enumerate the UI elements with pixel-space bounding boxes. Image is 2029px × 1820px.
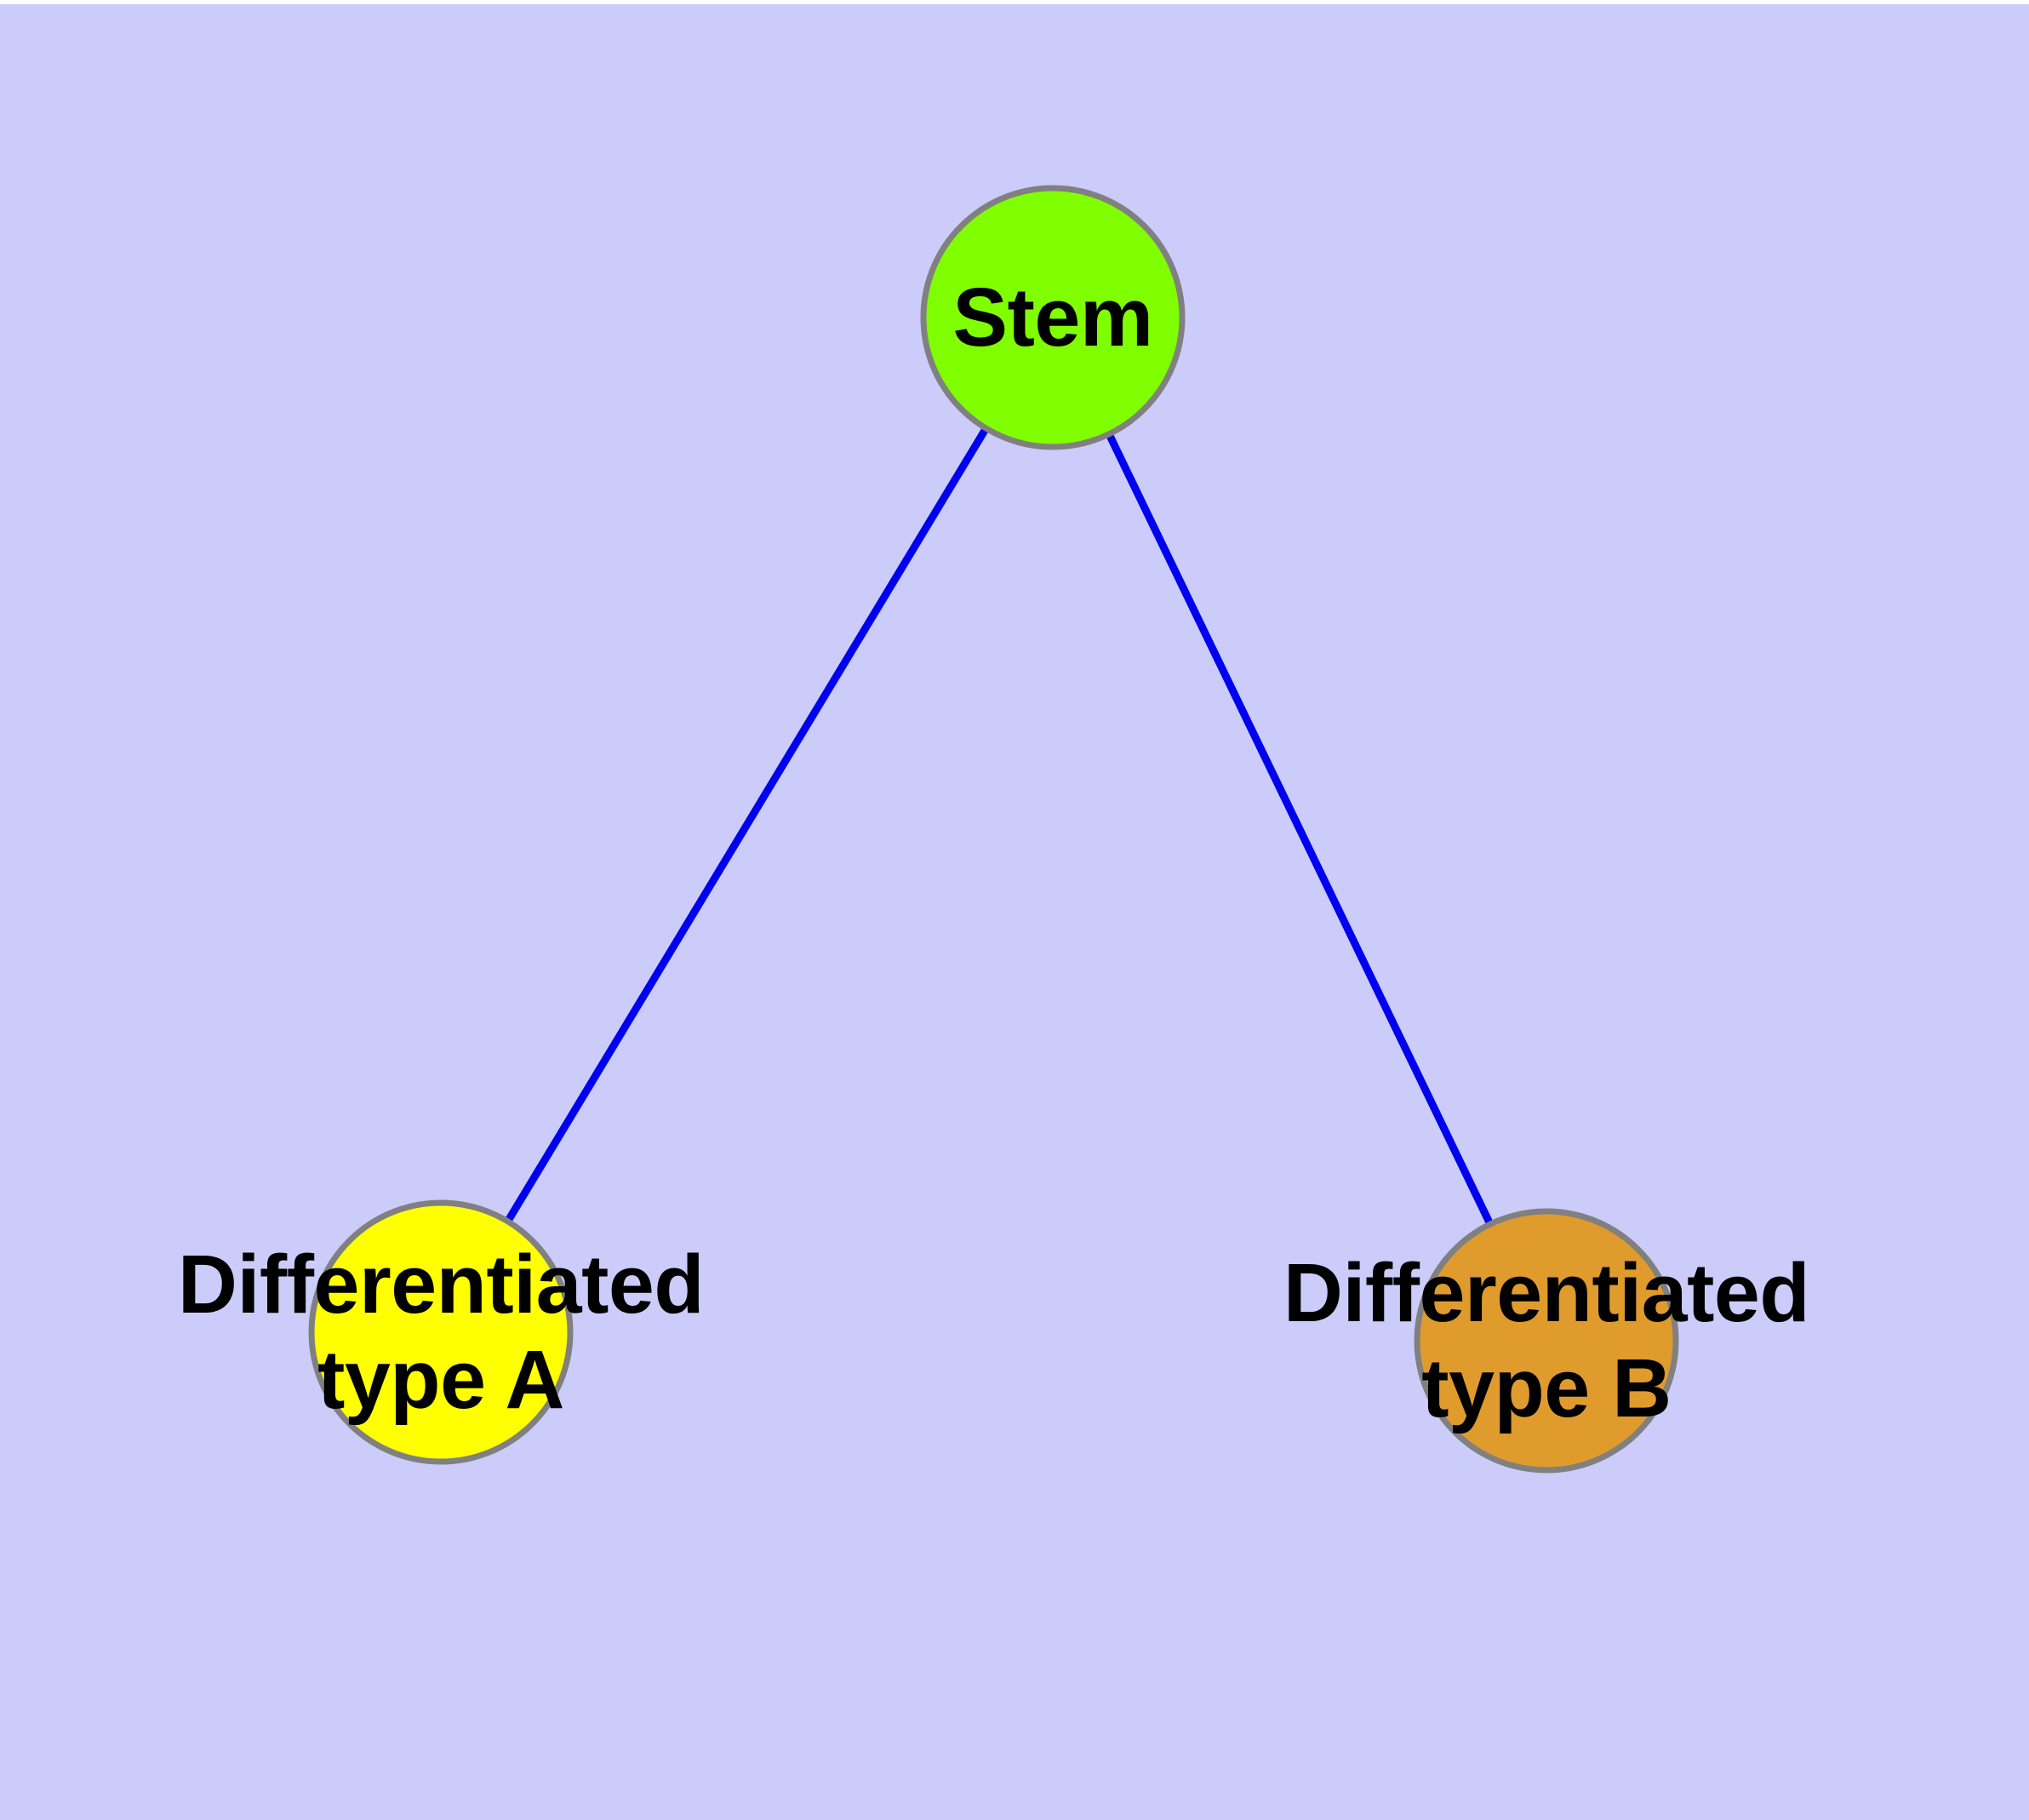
graph-node-stem[interactable] (920, 185, 1186, 450)
graph-edge-stem-diff_b (1049, 316, 1551, 1342)
nodes-layer (308, 185, 1679, 1474)
edges-layer (437, 315, 1551, 1342)
graph-node-diff_a[interactable] (308, 1199, 574, 1465)
graph-node-diff_b[interactable] (1414, 1208, 1679, 1474)
graph-edge-stem-diff_a (437, 315, 1056, 1335)
